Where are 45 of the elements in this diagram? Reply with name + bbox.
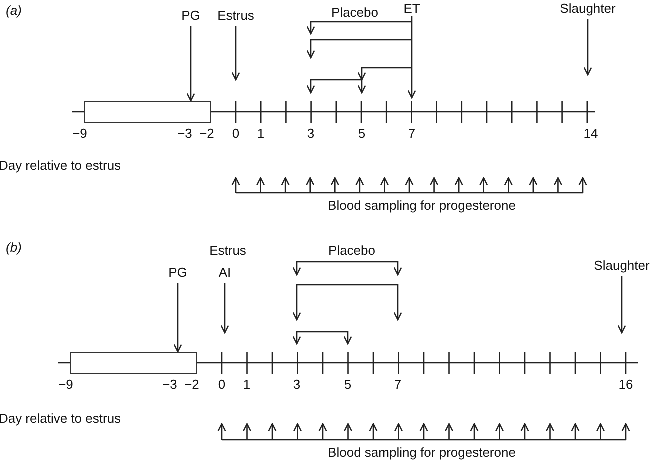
- tick-label: −3: [162, 377, 178, 392]
- arrow: [232, 26, 240, 81]
- arrow: [186, 26, 196, 102]
- tick-label: 0: [232, 126, 240, 141]
- tick-label: 5: [358, 126, 366, 141]
- tick-label: 16: [618, 377, 634, 392]
- event-label: PG: [182, 8, 200, 23]
- event-label: PG: [168, 265, 188, 280]
- tick-label: −3: [178, 126, 192, 141]
- tick-label: 1: [243, 377, 251, 392]
- tick-label: −9: [72, 126, 88, 141]
- tick-label: 7: [408, 126, 416, 141]
- event-label: Placebo: [328, 243, 376, 258]
- axis-title: Day relative to estrus: [0, 158, 122, 173]
- tick-label: 3: [293, 377, 301, 392]
- arrow: [220, 283, 230, 334]
- arrow: [618, 276, 626, 334]
- insert-bar: [84, 101, 211, 123]
- tick-label: −9: [58, 377, 74, 392]
- tick-label: 14: [584, 126, 598, 141]
- event-label: ET: [404, 1, 420, 16]
- edge-label: Placebo: [332, 5, 378, 20]
- arrow: [408, 16, 416, 99]
- bracket-arrow: [306, 21, 412, 35]
- event-label: Slaughter: [594, 258, 650, 273]
- event-label: AI: [218, 265, 232, 280]
- panel-letter: (b): [6, 240, 22, 255]
- caption-text: Blood sampling for progesterone: [328, 445, 516, 460]
- axis-title: Day relative to estrus: [0, 411, 122, 426]
- tick-label: 7: [394, 377, 402, 392]
- tick-label: 1: [257, 126, 265, 141]
- tick-label: −2: [184, 377, 200, 392]
- panel-letter: (a): [6, 3, 22, 18]
- arrow: [174, 283, 182, 353]
- caption-text: Blood sampling for progesterone: [328, 198, 516, 213]
- event-label: Estrus: [218, 8, 254, 23]
- tick-label: 3: [307, 126, 315, 141]
- event-label: Estrus: [210, 243, 246, 258]
- tick-label: −2: [200, 126, 214, 141]
- event-label: Slaughter: [560, 1, 616, 16]
- insert-bar: [70, 352, 197, 374]
- bracket-arrow: [292, 261, 402, 276]
- arrow: [584, 19, 592, 76]
- tick-label: 5: [344, 377, 352, 392]
- tick-label: 0: [218, 377, 226, 392]
